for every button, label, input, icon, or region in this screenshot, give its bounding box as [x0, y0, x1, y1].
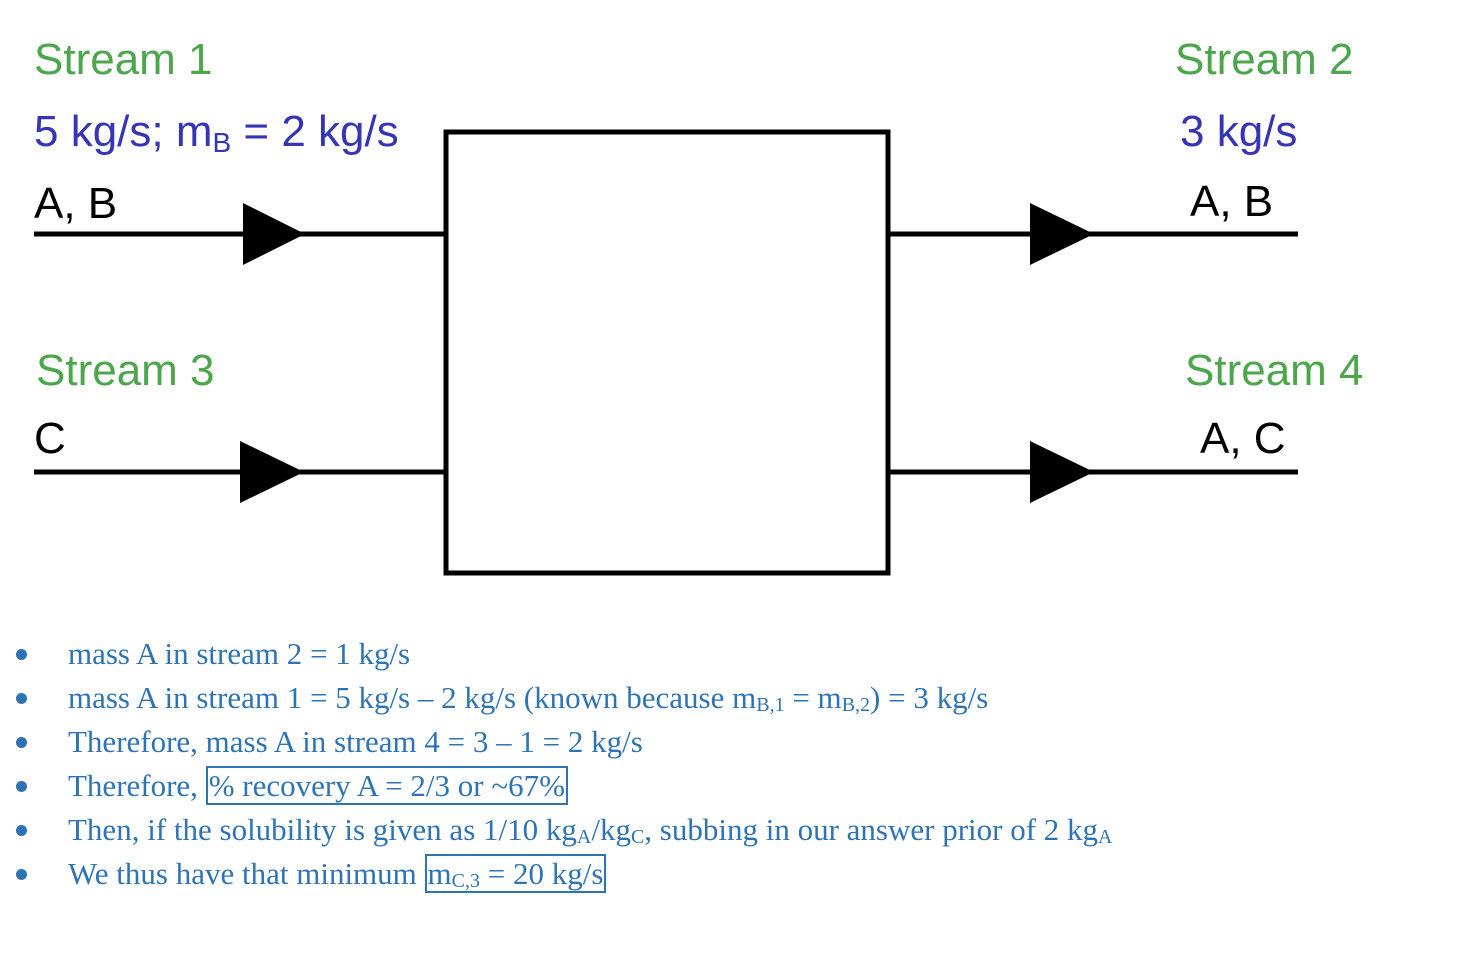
note-item: Then, if the solubility is given as 1/10… — [0, 808, 1440, 852]
subscript-text: C — [630, 826, 645, 848]
note-text: ) = 3 kg/s — [870, 680, 989, 715]
note-text: mass A in stream 1 = 5 kg/s – 2 kg/s (kn… — [68, 680, 757, 715]
subscript-text: C,3 — [451, 870, 480, 892]
stream-1-components: A, B — [34, 179, 117, 228]
note-item: Therefore, % recovery A = 2/3 or ~67% — [0, 764, 1440, 808]
stream-2-components: A, B — [1190, 177, 1273, 226]
bullet-icon — [16, 693, 27, 704]
stream-1-title: Stream 1 — [34, 35, 213, 84]
process-diagram: Stream 1 5 kg/s; mB = 2 kg/s A, B Stream… — [34, 35, 1364, 576]
stream-3-components: C — [34, 414, 66, 463]
note-item: We thus have that minimum mC,3 = 20 kg/s — [0, 852, 1440, 896]
note-text: = m — [784, 680, 842, 715]
bullet-icon — [16, 825, 27, 836]
stream-2-arrow-icon — [1030, 203, 1094, 265]
note-text: Then, if the solubility is given as 1/10… — [68, 812, 577, 847]
note-item: mass A in stream 2 = 1 kg/s — [0, 632, 1440, 676]
subscript-text: B,2 — [841, 694, 871, 716]
bullet-icon — [16, 781, 27, 792]
stream-1-arrow-icon — [243, 203, 305, 265]
note-text: Therefore, — [68, 768, 206, 803]
note-text: = 20 kg/s — [480, 856, 604, 891]
note-text: mass A in stream 2 = 1 kg/s — [68, 636, 411, 671]
subscript-text: A — [576, 826, 592, 848]
process-unit-box — [443, 129, 891, 576]
bullet-icon — [16, 737, 27, 748]
note-text: /kg — [591, 812, 631, 847]
stream-4-components: A, C — [1200, 414, 1286, 463]
note-text: We thus have that minimum — [68, 856, 425, 891]
stream-3-arrow-icon — [240, 441, 304, 503]
subscript-text: A — [1098, 826, 1113, 848]
bullet-icon — [16, 869, 27, 880]
stream-1-flow: 5 kg/s; mB = 2 kg/s — [34, 107, 399, 158]
stream-3-title: Stream 3 — [36, 346, 215, 395]
stream-2-flow: 3 kg/s — [1180, 107, 1297, 156]
solution-notes-list: mass A in stream 2 = 1 kg/s mass A in str… — [0, 632, 1440, 896]
stream-4-arrow-icon — [1030, 441, 1094, 503]
note-item: mass A in stream 1 = 5 kg/s – 2 kg/s (kn… — [0, 676, 1440, 720]
subscript-text: B,1 — [756, 694, 785, 716]
note-text: m — [427, 856, 452, 891]
bullet-icon — [16, 649, 27, 660]
stream-2-title: Stream 2 — [1175, 35, 1354, 84]
stream-4-title: Stream 4 — [1185, 346, 1364, 395]
answer-box: % recovery A = 2/3 or ~67% — [205, 766, 568, 805]
note-item: Therefore, mass A in stream 4 = 3 – 1 = … — [0, 720, 1440, 764]
answer-box: mC,3 = 20 kg/s — [424, 854, 607, 893]
note-text: Therefore, mass A in stream 4 = 3 – 1 = … — [68, 724, 643, 759]
note-text: , subbing in our answer prior of 2 kg — [644, 812, 1099, 847]
